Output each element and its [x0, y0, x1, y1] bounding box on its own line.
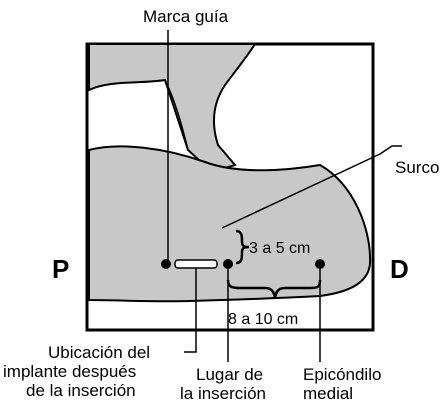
short-distance-brace	[235, 229, 250, 265]
upper-limb-shape	[88, 43, 257, 174]
groove-leader	[221, 145, 402, 229]
guide-mark-label: Marca guía	[143, 7, 229, 26]
implant-rod	[174, 259, 218, 269]
insertion-site-dot	[223, 259, 233, 269]
implant-location-label-line2: implante después	[3, 362, 136, 381]
epicondyle-label-line2: medial	[303, 384, 353, 403]
implant-location-label-line3: de la inserción	[26, 381, 136, 400]
groove-label: Surco	[395, 158, 439, 177]
epicondyle-label-line1: Epicóndilo	[303, 365, 381, 384]
distal-label: D	[390, 254, 409, 284]
medial-epicondyle-dot	[315, 259, 325, 269]
implant-location-label-line1: Ubicación del	[48, 343, 150, 362]
insertion-site-label-line2: la inserción	[180, 384, 266, 403]
guide-mark-dot	[161, 259, 171, 269]
short-distance-label: 3 a 5 cm	[249, 240, 310, 257]
insertion-site-label-line1: Lugar de	[196, 365, 263, 384]
proximal-label: P	[52, 254, 69, 284]
implant-location-leader	[184, 268, 197, 353]
long-distance-label: 8 a 10 cm	[228, 311, 298, 328]
long-distance-brace	[226, 279, 322, 299]
